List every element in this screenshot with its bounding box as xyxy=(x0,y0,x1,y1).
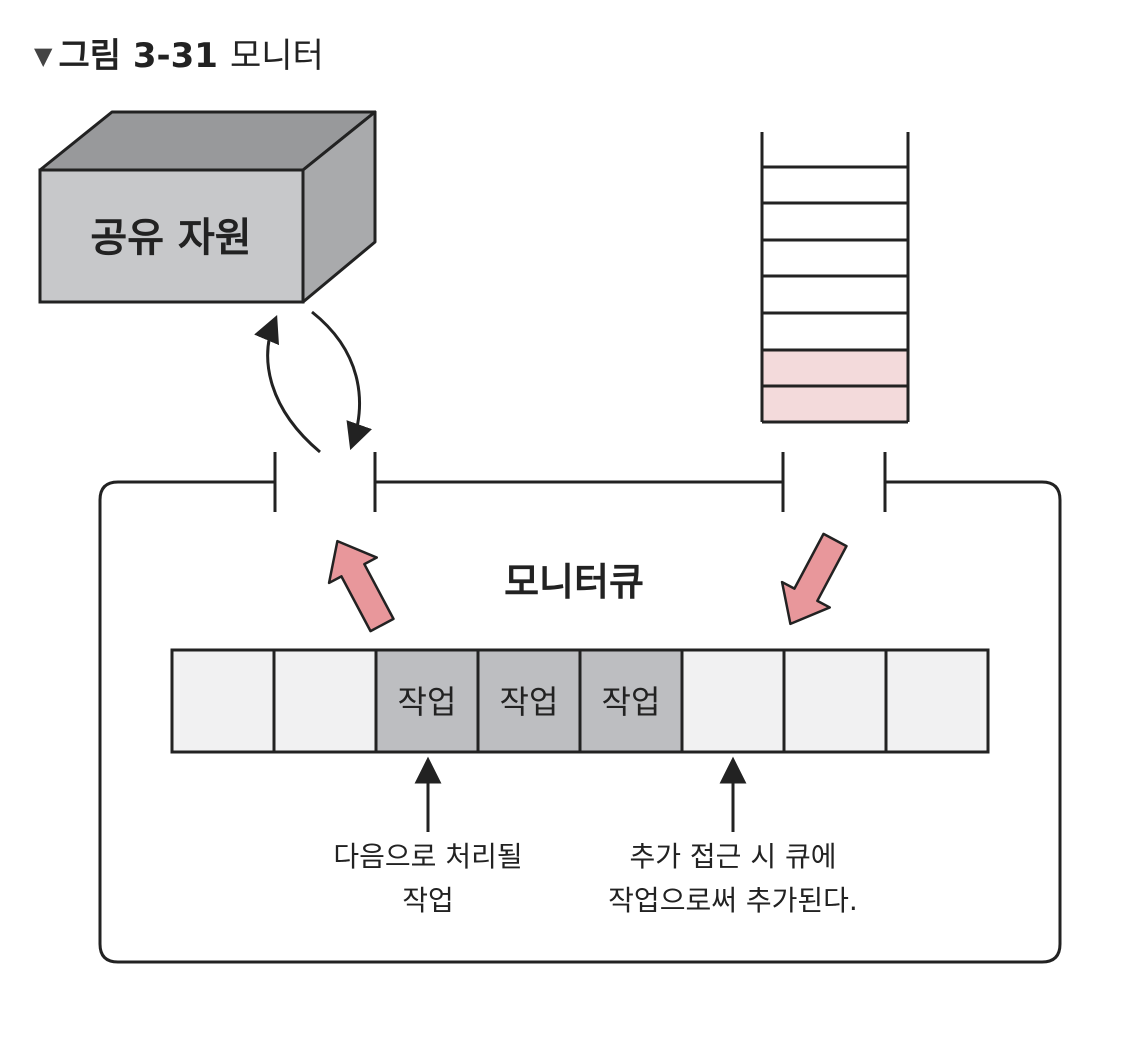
entry-queue-rungs xyxy=(762,165,908,424)
monitor-queue: 작업 작업 작업 xyxy=(170,648,990,754)
monitor-queue-slot xyxy=(884,648,990,754)
box-front-face xyxy=(38,168,305,304)
monitor-queue-slot: 작업 xyxy=(578,648,684,754)
curved-arrow-down xyxy=(311,310,372,451)
figure-number: 그림 3-31 xyxy=(58,36,218,76)
figure-title: 모니터 xyxy=(229,36,324,76)
next-job-annotation-line-1: 다음으로 처리될 xyxy=(333,840,522,873)
monitor-queue-slot xyxy=(782,648,888,754)
monitor-boundary xyxy=(98,452,1062,964)
enqueue-annotation-line-1: 추가 접근 시 큐에 xyxy=(629,840,836,873)
entry-arrow xyxy=(780,532,848,626)
monitor-queue-slot-label: 작업 xyxy=(398,683,457,721)
monitor-queue-slot-label: 작업 xyxy=(602,683,661,721)
entry-queue-slot-highlight xyxy=(762,350,908,386)
triangle-down-icon: ▼ xyxy=(34,42,53,70)
enqueue-annotation-line-2: 작업으로써 추가된다. xyxy=(608,884,858,917)
exit-arrow xyxy=(327,539,395,633)
figure-caption: ▼그림 3-31 모니터 xyxy=(34,28,324,77)
monitor-queue-slot xyxy=(272,648,378,754)
monitor-queue-slot xyxy=(170,648,276,754)
entry-queue xyxy=(760,132,910,424)
monitor-queue-label: 모니터큐 xyxy=(504,560,644,604)
monitor-queue-slot: 작업 xyxy=(476,648,582,754)
shared-resource-label: 공유 자원 xyxy=(90,215,251,261)
shared-resource-box: 공유 자원 xyxy=(38,110,377,304)
monitor-queue-slot xyxy=(680,648,786,754)
curved-arrow-up xyxy=(254,315,321,454)
entry-queue-slot-highlight xyxy=(762,386,908,422)
next-job-annotation-line-2: 작업 xyxy=(402,884,454,917)
monitor-queue-slot: 작업 xyxy=(374,648,480,754)
monitor-queue-slot-label: 작업 xyxy=(500,683,559,721)
